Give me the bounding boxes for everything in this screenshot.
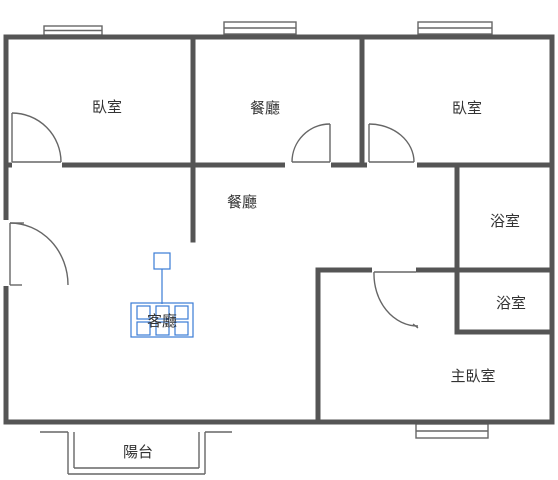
window-top-left: [43, 25, 103, 36]
window-top-right: [417, 21, 493, 35]
door-dining-upper: [291, 123, 331, 163]
interior-walls: [3, 34, 555, 425]
door-master: [373, 271, 419, 329]
door-living-left: [9, 222, 69, 286]
window-top-middle: [223, 21, 297, 35]
room-label-master: 主臥室: [450, 367, 495, 385]
room-label-dining-upper: 餐廳: [250, 99, 280, 117]
room-label-living: 客廳: [147, 312, 177, 330]
window-bottom-right: [415, 423, 489, 439]
room-label-dining: 餐廳: [227, 193, 257, 211]
outer-walls: [3, 34, 555, 425]
light-fixture[interactable]: [130, 252, 194, 338]
room-label-bedroom-2: 臥室: [452, 99, 482, 117]
balcony: [40, 431, 232, 475]
door-bedroom-2: [368, 123, 415, 163]
door-openings: [2, 161, 417, 286]
door-bedroom-1: [11, 112, 62, 163]
room-label-bath-2: 浴室: [496, 294, 526, 312]
room-label-bedroom-1: 臥室: [92, 98, 122, 116]
room-label-balcony: 陽台: [123, 443, 153, 461]
room-label-bath-1: 浴室: [490, 212, 520, 230]
